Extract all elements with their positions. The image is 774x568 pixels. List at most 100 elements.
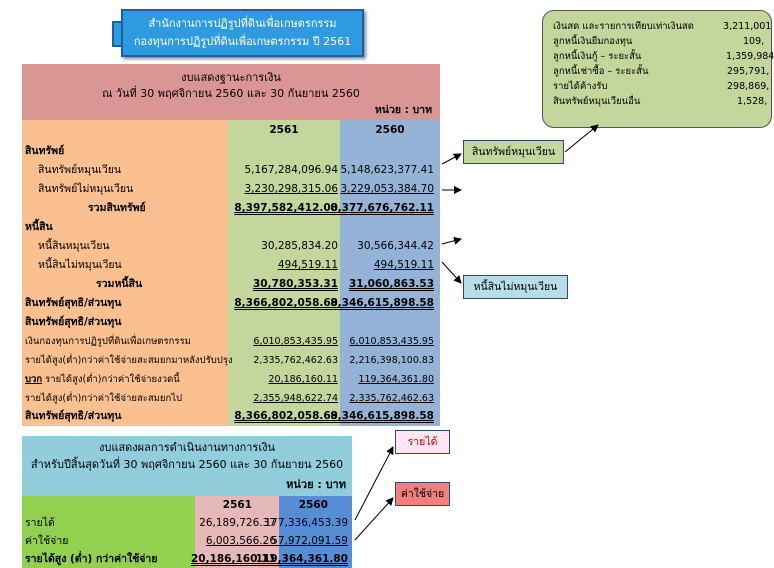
balance-sheet-body: สินทรัพย์ สินทรัพย์หมุนเวียน 5,167,284,0… [22, 142, 440, 426]
value-2561: 8,397,582,412.00 [234, 202, 338, 214]
value-2561: 26,189,726.37 [199, 517, 276, 529]
table-row: บวก รายได้สูง(ต่ำ)กว่าค่าใช้จ่ายงวดนี้ 2… [22, 370, 440, 389]
detail-row: ลูกหนี้เงินกู้ – ระยะสั้น 1,359,984 [553, 49, 774, 64]
row-label: สินทรัพย์ไม่หมุนเวียน [38, 183, 134, 195]
row-label: รายได้สูง(ต่ำ)กว่าค่าใช้จ่ายสะสมยกไป [25, 393, 183, 404]
column-2561: 2561 [269, 124, 299, 136]
table-row: รายได้สูง(ต่ำ)กว่าค่าใช้จ่ายสะสมยกมาหลัง… [22, 351, 440, 370]
value-2561: 30,285,834.20 [261, 240, 338, 252]
operating-statement-header: งบแสดงผลการดำเนินงานทางการเงิน สำหรับปีส… [22, 436, 352, 496]
detail-value: 1,528, [737, 96, 768, 107]
operating-statement-subtitle: สำหรับปีสิ้นสุดวันที่ 30 พฤศจิกายน 2560 … [30, 458, 344, 471]
row-label: ค่าใช้จ่าย [25, 535, 69, 547]
value-2561: 6,010,853,435.95 [253, 336, 338, 347]
operating-statement-unit: หน่วย : บาท [286, 478, 346, 491]
balance-sheet-subtitle: ณ วันที่ 30 พฤศจิกายน 2560 และ 30 กันยาย… [102, 87, 360, 100]
detail-value: 295,791, [727, 66, 770, 77]
value-2561: 5,167,284,096.94 [244, 164, 338, 176]
value-2561: 2,355,948,622.74 [253, 393, 338, 404]
value-2561: 6,003,566.26 [205, 535, 276, 547]
value-2560: 494,519.11 [373, 259, 434, 271]
detail-label: ลูกหนี้เช่าซื้อ – ระยะสั้น [553, 66, 649, 77]
row-label: สินทรัพย์สุทธิ/ส่วนทุน [25, 410, 122, 422]
detail-row: ลูกหนี้เงินยืมกองทุน 109, [553, 34, 771, 49]
value-2560: 31,060,863.53 [348, 278, 434, 290]
value-2560: 3,229,053,384.70 [340, 183, 434, 195]
title-line-1: สำนักงานการปฏิรูปที่ดินเพื่อเกษตรกรรม [148, 17, 337, 30]
value-2561: 3,230,298,315.06 [244, 183, 338, 195]
column-2560: 2560 [375, 124, 405, 136]
connector-arrows [354, 124, 599, 541]
value-2560: 119,364,361.80 [358, 374, 434, 385]
row-label: สินทรัพย์สุทธิ/ส่วนทุน [25, 297, 122, 309]
value-2560: 2,216,398,100.83 [349, 355, 434, 366]
row-label: บวก รายได้สูง(ต่ำ)กว่าค่าใช้จ่ายงวดนี้ [25, 370, 180, 389]
value-2560: 5,148,623,377.41 [340, 164, 434, 176]
value-2560: 8,377,676,762.11 [330, 202, 434, 214]
table-row: สินทรัพย์สุทธิ/ส่วนทุน [22, 313, 440, 332]
callout-noncurrent-liabilities: หนี้สินไม่หมุนเวียน [463, 275, 568, 299]
table-row: สินทรัพย์สุทธิ/ส่วนทุน 8,366,802,058.69 … [22, 294, 440, 313]
table-row: สินทรัพย์ไม่หมุนเวียน 3,230,298,315.06 3… [22, 180, 440, 199]
balance-sheet-title: งบแสดงฐานะการเงิน [181, 71, 281, 84]
value-2561: 8,366,802,058.69 [234, 297, 338, 309]
value-2561: 30,780,353.31 [252, 278, 338, 290]
row-label-text: รายได้สูง(ต่ำ)กว่าค่าใช้จ่ายงวดนี้ [42, 374, 180, 385]
balance-sheet-column-header: 2561 2560 [22, 120, 440, 142]
detail-label: เงินสด และรายการเทียบเท่าเงินสด [553, 21, 694, 32]
column-2560: 2560 [298, 499, 328, 511]
balance-sheet-unit: หน่วย : บาท [374, 104, 432, 116]
column-2561: 2561 [222, 499, 252, 511]
value-2561: 494,519.11 [277, 259, 338, 271]
table-row: สินทรัพย์หมุนเวียน 5,167,284,096.94 5,14… [22, 161, 440, 180]
detail-label: ลูกหนี้เงินกู้ – ระยะสั้น [553, 51, 642, 62]
row-label: รวมสินทรัพย์ [88, 202, 146, 214]
row-label: รายได้สูง(ต่ำ)กว่าค่าใช้จ่ายสะสมยกมาหลัง… [25, 355, 233, 366]
detail-row: สินทรัพย์หมุนเวียนอื่น 1,528, [553, 94, 771, 109]
value-2560: 2,335,762,462.63 [349, 393, 434, 404]
row-label: เงินกองทุนการปฏิรูปที่ดินเพื่อเกษตรกรรม [25, 336, 191, 347]
table-row: รวมหนี้สิน 30,780,353.31 31,060,863.53 [22, 275, 440, 294]
callout-revenue: รายได้ [395, 430, 450, 454]
detail-row: ลูกหนี้เช่าซื้อ – ระยะสั้น 295,791, [553, 64, 771, 79]
table-row: รายได้ 26,189,726.37 177,336,453.39 [22, 514, 352, 532]
table-row: หนี้สินไม่หมุนเวียน 494,519.11 494,519.1… [22, 256, 440, 275]
value-2560: 57,972,091.59 [271, 535, 348, 547]
row-label: รายได้สูง (ต่ำ) กว่าค่าใช้จ่าย [25, 553, 158, 565]
table-row: รายได้สูง(ต่ำ)กว่าค่าใช้จ่ายสะสมยกไป 2,3… [22, 389, 440, 408]
table-row: หนี้สิน [22, 218, 440, 237]
arrow-current-liabilities [441, 236, 462, 245]
detail-value: 1,359,984 [726, 51, 774, 62]
table-row: เงินกองทุนการปฏิรูปที่ดินเพื่อเกษตรกรรม … [22, 332, 440, 351]
callout-expense: ค่าใช้จ่าย [395, 482, 450, 506]
row-label: รายได้ [25, 517, 55, 529]
table-row: สินทรัพย์ [22, 142, 440, 161]
detail-label: ลูกหนี้เงินยืมกองทุน [553, 36, 633, 47]
arrow-revenue [354, 446, 394, 521]
table-row: รายได้สูง (ต่ำ) กว่าค่าใช้จ่าย 20,186,16… [22, 550, 352, 568]
value-2560: 6,010,853,435.95 [349, 336, 434, 347]
row-label: หนี้สิน [25, 221, 53, 233]
value-2560: 177,336,453.39 [264, 517, 349, 529]
balance-sheet-header: งบแสดงฐานะการเงิน ณ วันที่ 30 พฤศจิกายน … [22, 64, 440, 120]
table-row: ค่าใช้จ่าย 6,003,566.26 57,972,091.59 [22, 532, 352, 550]
value-2560: 8,346,615,898.58 [330, 297, 434, 309]
value-2561: 2,335,762,462.63 [253, 355, 338, 366]
row-label: สินทรัพย์ [25, 145, 65, 157]
arrow-detail [564, 124, 599, 153]
operating-statement-body: 2561 2560 รายได้ 26,189,726.37 177,336,4… [22, 496, 352, 568]
arrow-noncurrent-liabilities [441, 261, 462, 284]
detail-label: สินทรัพย์หมุนเวียนอื่น [553, 96, 641, 107]
value-2560: 30,566,344.42 [357, 240, 434, 252]
row-label: หนี้สินหมุนเวียน [38, 240, 110, 252]
value-2561: 8,366,802,058.69 [234, 410, 338, 422]
value-2560: 119,364,361.80 [255, 553, 348, 565]
value-2561: 20,186,160.11 [190, 553, 276, 565]
detail-value: 109, [743, 36, 765, 47]
row-label: สินทรัพย์สุทธิ/ส่วนทุน [25, 316, 122, 328]
value-2561: 20,186,160.11 [268, 374, 338, 385]
table-row: หนี้สินหมุนเวียน 30,285,834.20 30,566,34… [22, 237, 440, 256]
table-row: 2561 2560 [22, 496, 352, 514]
